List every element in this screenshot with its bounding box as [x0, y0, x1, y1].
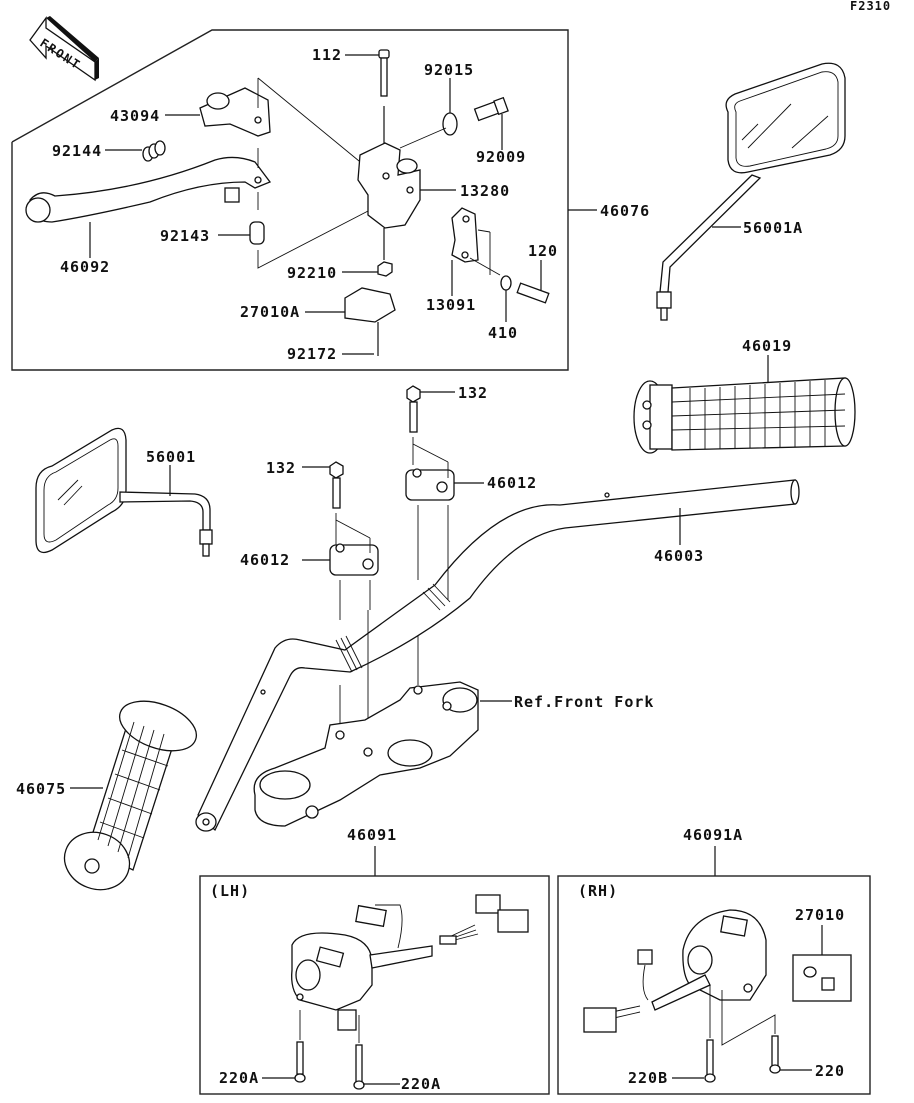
triple-clamp	[253, 681, 479, 827]
screws-220A	[294, 1010, 365, 1090]
part-label-27010[interactable]: 27010	[795, 906, 845, 924]
ref-front-fork-label[interactable]: Ref.Front Fork	[514, 693, 654, 711]
holder-upper-46012-a	[329, 543, 379, 576]
bolt-120	[516, 282, 550, 304]
part-label-220[interactable]: 220	[815, 1062, 845, 1080]
clamp-13091	[451, 207, 479, 263]
part-label-46091[interactable]: 46091	[347, 826, 397, 844]
part-label-27010A[interactable]: 27010A	[240, 303, 300, 321]
part-label-112[interactable]: 112	[312, 46, 342, 64]
switch-housing-rh	[583, 909, 767, 1033]
mirror-left-56001	[35, 427, 213, 557]
part-label-46091A[interactable]: 46091A	[683, 826, 743, 844]
grip-right-46019	[633, 377, 856, 454]
part-label-92172[interactable]: 92172	[287, 345, 337, 363]
brake-switch-27010A	[344, 287, 396, 323]
part-label-46075[interactable]: 46075	[16, 780, 66, 798]
bolt-112	[378, 49, 390, 148]
collar-92143	[249, 221, 265, 245]
switch-27010	[803, 966, 835, 991]
part-label-46012-a[interactable]: 46012	[240, 551, 290, 569]
rh-label: (RH)	[578, 882, 618, 900]
washer-410	[500, 275, 512, 291]
part-label-43094[interactable]: 43094	[110, 107, 160, 125]
part-label-410[interactable]: 410	[488, 324, 518, 342]
part-label-92144[interactable]: 92144	[52, 142, 102, 160]
part-label-92009[interactable]: 92009	[476, 148, 526, 166]
part-label-56001[interactable]: 56001	[146, 448, 196, 466]
clamp-body-13280	[357, 142, 421, 229]
part-label-132-a[interactable]: 132	[266, 459, 296, 477]
part-label-46092[interactable]: 46092	[60, 258, 110, 276]
front-arrow-icon: FRONT	[29, 16, 99, 82]
part-label-13091[interactable]: 13091	[426, 296, 476, 314]
bolt-132-a	[329, 461, 344, 509]
part-label-92143[interactable]: 92143	[160, 227, 210, 245]
group-box-46076	[11, 29, 569, 371]
lever-holder-43094	[199, 87, 271, 137]
handlebar-46003	[195, 479, 800, 832]
nut-92210	[377, 261, 393, 277]
switch-housing-lh	[291, 894, 529, 1031]
spring-92144	[142, 140, 166, 162]
part-label-92210[interactable]: 92210	[287, 264, 337, 282]
washer-92015	[442, 112, 458, 136]
screws-220	[704, 985, 781, 1083]
part-label-220A-1[interactable]: 220A	[219, 1069, 259, 1087]
part-label-92015[interactable]: 92015	[424, 61, 474, 79]
part-label-46012-b[interactable]: 46012	[487, 474, 537, 492]
part-label-46019[interactable]: 46019	[742, 337, 792, 355]
brake-lever-46092	[25, 156, 272, 223]
grip-left-46075	[63, 700, 197, 891]
part-label-132-b[interactable]: 132	[458, 384, 488, 402]
group-box-46091-lh	[199, 875, 550, 1095]
part-label-120[interactable]: 120	[528, 242, 558, 260]
figure-code: F2310	[850, 0, 891, 13]
bolt-132-b	[406, 385, 421, 433]
part-label-46076[interactable]: 46076	[600, 202, 650, 220]
part-label-13280[interactable]: 13280	[460, 182, 510, 200]
lh-label: (LH)	[210, 882, 250, 900]
holder-upper-46012-b	[405, 468, 455, 501]
part-label-220B[interactable]: 220B	[628, 1069, 668, 1087]
group-box-46091A-rh	[557, 875, 871, 1095]
part-label-220A-2[interactable]: 220A	[401, 1075, 441, 1093]
adjuster-92009	[473, 96, 509, 122]
part-label-56001A[interactable]: 56001A	[743, 219, 803, 237]
mirror-right-56001A	[656, 62, 846, 321]
part-label-46003[interactable]: 46003	[654, 547, 704, 565]
